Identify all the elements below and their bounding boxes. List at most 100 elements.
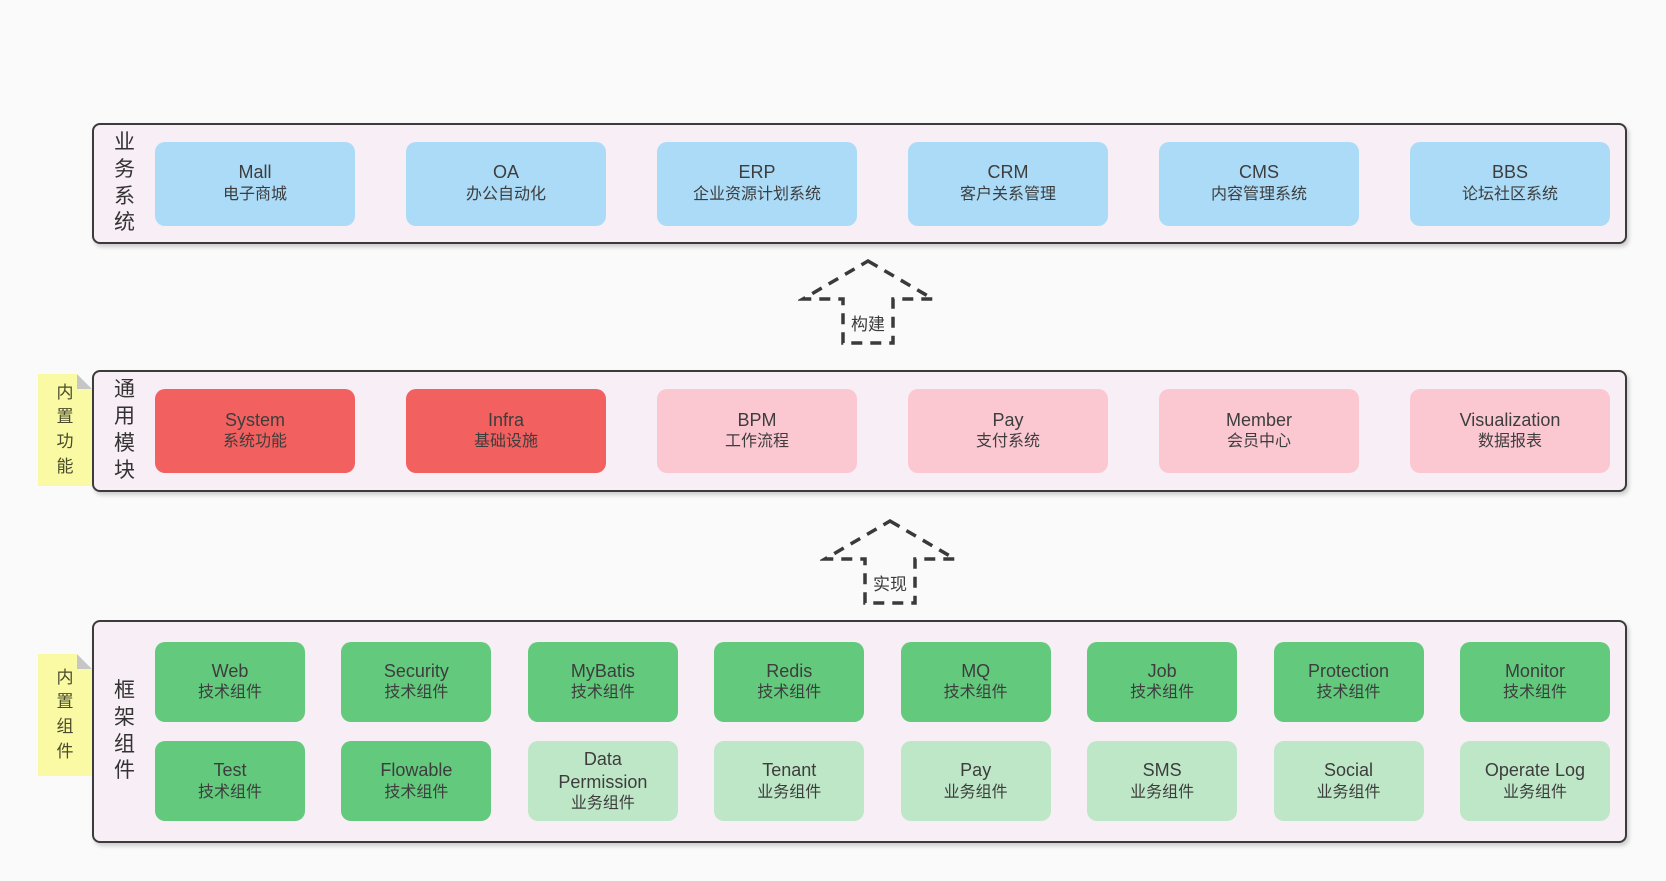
box-title: SMS [1142,760,1182,781]
box-title: Data Permission [558,748,648,792]
section-label-wrap: 框架组件 [94,622,155,841]
box-pay: Pay 支付系统 [908,389,1108,473]
box-title: Web [211,660,249,681]
box-member: Member 会员中心 [1159,389,1359,473]
section-label-common-modules: 通用模块 [114,378,135,482]
box-subtitle: 客户关系管理 [959,185,1056,203]
box-subtitle: 技术组件 [1502,683,1567,701]
box-subtitle: 业务组件 [757,783,822,801]
box-monitor: Monitor 技术组件 [1459,641,1610,722]
components-box-row-1: Web 技术组件 Security 技术组件 MyBatis 技术组件 Redi… [155,641,1610,722]
section-framework-components: 框架组件 Web 技术组件 Security 技术组件 MyBatis 技术组件… [92,620,1627,843]
box-data-permission: Data Permission 业务组件 [527,741,678,822]
box-mybatis: MyBatis 技术组件 [527,641,678,722]
box-subtitle: 数据报表 [1477,433,1542,451]
up-arrow-icon [820,518,960,605]
sticky-note-text: 内置功能 [56,382,74,476]
box-test: Test 技术组件 [155,741,305,822]
fold-corner-icon [77,374,92,389]
box-operate-log: Operate Log 业务组件 [1459,741,1610,822]
box-redis: Redis 技术组件 [714,641,865,722]
sticky-note-text: 内置组件 [56,667,74,761]
box-flowable: Flowable 技术组件 [341,741,492,822]
box-subtitle: 技术组件 [943,683,1008,701]
box-subtitle: 业务组件 [1502,783,1567,801]
box-social: Social 业务组件 [1273,741,1424,822]
box-title: BPM [737,409,777,430]
box-title: MQ [961,660,991,681]
implement-arrow: 实现 [820,518,960,606]
sticky-note-builtin-components: 内置组件 [38,654,92,776]
box-infra: Infra 基础设施 [406,389,606,473]
box-subtitle: 会员中心 [1226,433,1291,451]
box-subtitle: 系统功能 [222,433,287,451]
box-title: Test [213,760,247,781]
fold-corner-icon [77,654,92,669]
box-subtitle: 支付系统 [975,433,1040,451]
business-box-row: Mall 电子商城 OA 办公自动化 ERP 企业资源计划系统 CRM 客户关系… [155,125,1625,242]
box-pay-business: Pay 业务组件 [900,741,1051,822]
components-rows: Web 技术组件 Security 技术组件 MyBatis 技术组件 Redi… [155,622,1625,841]
box-title: Pay [960,760,992,781]
box-title: Flowable [380,760,453,781]
box-subtitle: 基础设施 [473,433,538,451]
box-bbs: BBS 论坛社区系统 [1410,141,1610,226]
box-title: Mall [238,162,272,183]
section-common-modules: 通用模块 System 系统功能 Infra 基础设施 BPM 工作流程 Pay… [92,370,1627,492]
box-title: MyBatis [570,660,635,681]
box-security: Security 技术组件 [341,641,492,722]
box-subtitle: 内容管理系统 [1210,185,1307,203]
box-cms: CMS 内容管理系统 [1159,141,1359,226]
box-subtitle: 论坛社区系统 [1461,185,1558,203]
box-subtitle: 技术组件 [197,683,262,701]
box-title: CMS [1239,162,1279,183]
modules-box-row: System 系统功能 Infra 基础设施 BPM 工作流程 Pay 支付系统… [155,372,1625,490]
box-protection: Protection 技术组件 [1273,641,1424,722]
section-label-wrap: 业务系统 [94,125,155,242]
box-oa: OA 办公自动化 [406,141,606,226]
box-mall: Mall 电子商城 [155,141,355,226]
box-subtitle: 技术组件 [1130,683,1195,701]
box-subtitle: 电子商城 [222,185,287,203]
box-title: Tenant [762,760,817,781]
box-title: Visualization [1459,409,1561,430]
box-subtitle: 技术组件 [197,783,262,801]
box-title: Member [1225,409,1292,430]
up-arrow-icon [798,258,938,345]
box-title: Protection [1308,660,1390,681]
box-subtitle: 业务组件 [1316,783,1381,801]
build-arrow: 构建 [798,258,938,346]
box-subtitle: 技术组件 [384,683,449,701]
box-title: Job [1147,660,1177,681]
box-title: Monitor [1504,660,1565,681]
box-title: CRM [987,162,1029,183]
section-business-systems: 业务系统 Mall 电子商城 OA 办公自动化 ERP 企业资源计划系统 CRM… [92,123,1627,244]
box-title: Operate Log [1484,760,1585,781]
box-system: System 系统功能 [155,389,355,473]
box-subtitle: 业务组件 [943,783,1008,801]
box-crm: CRM 客户关系管理 [908,141,1108,226]
build-arrow-label: 构建 [847,308,889,337]
implement-arrow-label: 实现 [869,568,911,597]
box-title: Social [1324,760,1374,781]
box-title: System [224,409,285,430]
box-visualization: Visualization 数据报表 [1410,389,1610,473]
box-web: Web 技术组件 [155,641,305,722]
box-subtitle: 技术组件 [1316,683,1381,701]
section-label-framework-components: 框架组件 [114,678,135,783]
box-subtitle: 技术组件 [757,683,822,701]
box-title: OA [492,162,519,183]
box-title: Redis [766,660,813,681]
sticky-note-builtin-features: 内置功能 [38,374,92,486]
box-subtitle: 技术组件 [384,783,449,801]
box-subtitle: 技术组件 [570,683,635,701]
section-label-business-systems: 业务系统 [114,130,135,235]
box-title: ERP [738,162,776,183]
box-title: BBS [1491,162,1529,183]
box-subtitle: 工作流程 [724,433,789,451]
section-label-wrap: 通用模块 [94,372,155,490]
box-job: Job 技术组件 [1087,641,1238,722]
box-erp: ERP 企业资源计划系统 [657,141,857,226]
box-subtitle: 办公自动化 [465,185,546,203]
